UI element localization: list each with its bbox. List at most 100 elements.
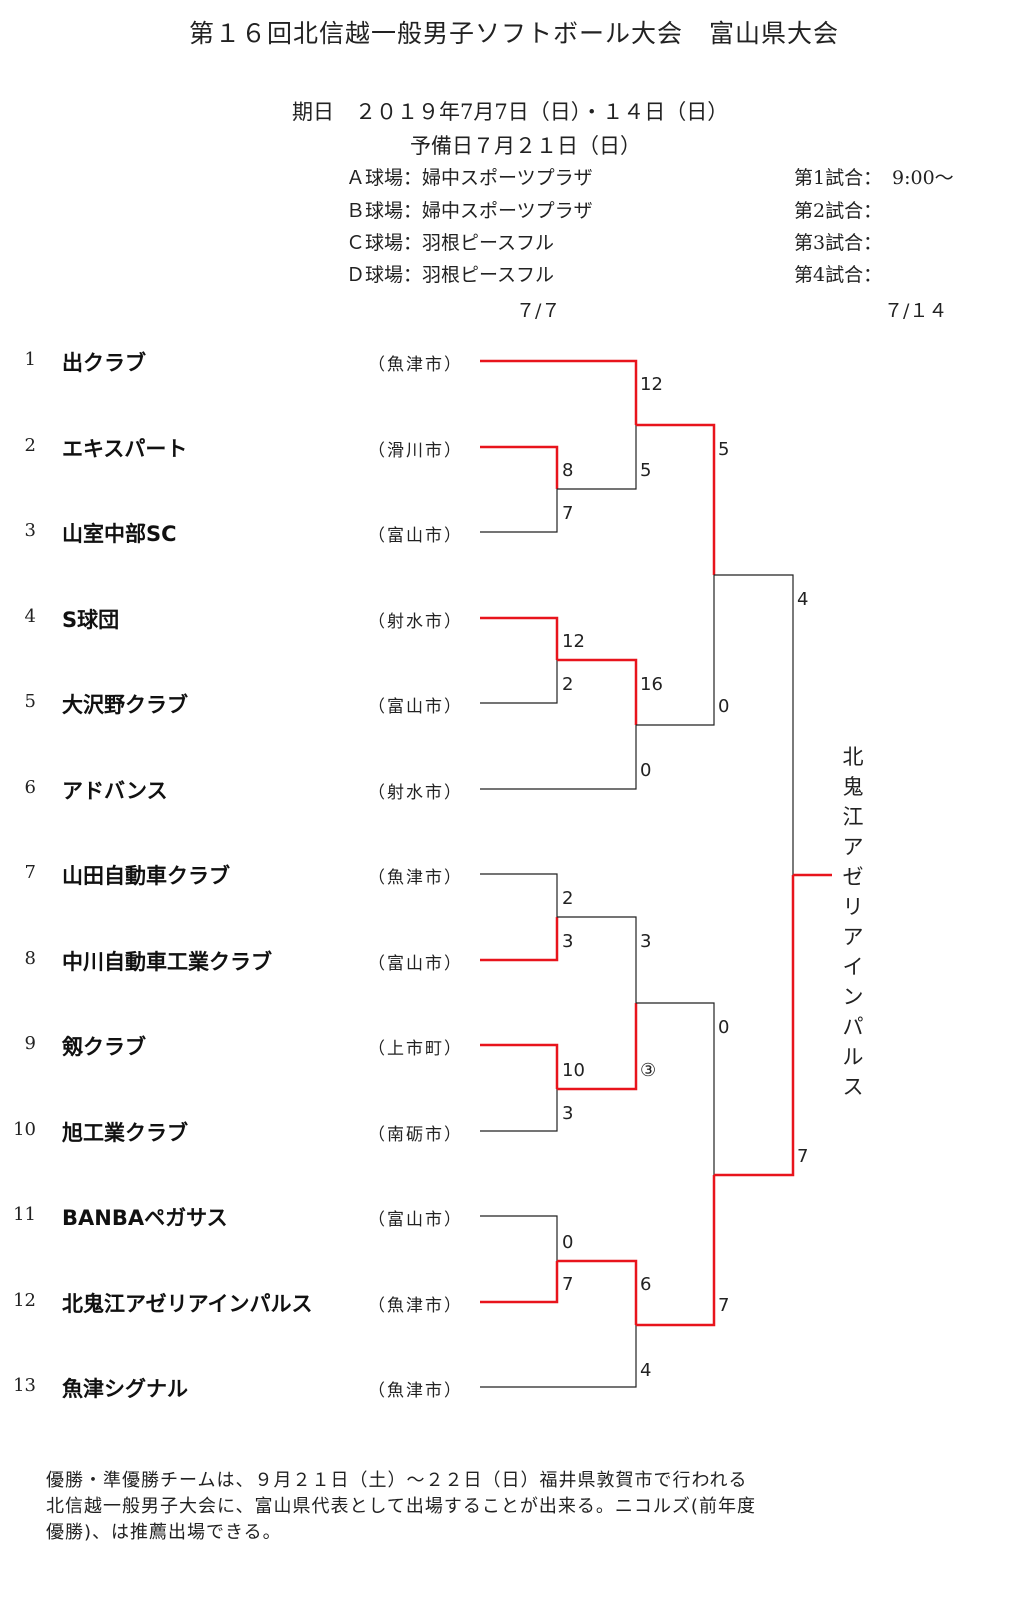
bracket-line-w78 — [557, 916, 637, 1003]
bracket-line-qf2 — [636, 575, 715, 726]
venue-a: Ａ球場：婦中スポーツプラザ — [346, 167, 593, 189]
team-name: エキスパート — [62, 436, 188, 461]
score-team-7: 2 — [562, 888, 573, 909]
team-number: 11 — [13, 1204, 36, 1225]
bracket-line-t6 — [480, 725, 637, 790]
team-name: 出クラブ — [62, 351, 146, 375]
bracket-line-t11 — [480, 1215, 558, 1261]
score-team-8: 3 — [562, 931, 573, 952]
match-label-3: 第3試合： — [794, 232, 883, 254]
score-winner-11v12: 6 — [640, 1274, 651, 1295]
score-team-10: 3 — [562, 1103, 573, 1124]
bracket-line-w910 — [557, 1003, 638, 1091]
bracket-line-t4 — [480, 616, 559, 660]
team-name: 大沢野クラブ — [62, 693, 188, 717]
bracket-line-w23 — [557, 425, 637, 490]
match-label-1: 第1試合： — [794, 167, 883, 189]
round-date-2: ７/１４ — [884, 300, 948, 322]
team-name: 魚津シグナル — [62, 1377, 188, 1401]
bracket-line-t9 — [480, 1043, 559, 1089]
page-title: 第１６回北信越一般男子ソフトボール大会 富山県大会 — [188, 19, 839, 48]
score-team-11: 0 — [562, 1232, 573, 1253]
team-city: （魚津市） — [368, 1381, 463, 1401]
team-city: （南砺市） — [368, 1124, 463, 1145]
match-label-4: 第4試合： — [794, 264, 883, 286]
bracket-line-final-top — [714, 574, 794, 875]
team-name: アドバンス — [62, 778, 168, 803]
team-city: （富山市） — [368, 1210, 463, 1230]
round-date-1: ７/７ — [516, 300, 561, 322]
venue-b: Ｂ球場：婦中スポーツプラザ — [346, 200, 593, 222]
bracket-line-t3 — [480, 489, 558, 533]
team-city: （富山市） — [368, 953, 463, 974]
bracket-line-t1 — [480, 359, 638, 425]
team-city: （富山市） — [368, 697, 463, 717]
score-qf-3: 0 — [718, 1017, 729, 1038]
bracket-line-qf1 — [636, 423, 716, 575]
team-city: （魚津市） — [368, 1295, 463, 1316]
score-team-13: 4 — [640, 1360, 651, 1381]
team-city: （射水市） — [368, 611, 463, 632]
score-team-12: 7 — [562, 1274, 573, 1295]
note-line-1: 優勝・準優勝チームは、９月２１日（土）～２２日（日）福井県敦賀市で行われる — [46, 1470, 748, 1491]
team-name: 北鬼江アゼリアインパルス — [62, 1291, 313, 1316]
team-name: 剱クラブ — [62, 1035, 146, 1059]
note-line-3: 優勝)、は推薦出場できる。 — [46, 1522, 282, 1543]
champion-name: 北鬼江アゼリアインパルス — [842, 745, 864, 1099]
score-final-bottom: 7 — [797, 1146, 808, 1167]
bracket-line-t8 — [480, 917, 559, 962]
team-city: （上市町） — [368, 1039, 463, 1059]
team-number: 13 — [13, 1375, 36, 1396]
score-team-4: 12 — [562, 631, 585, 652]
team-number: 1 — [24, 349, 36, 370]
bracket-line-w45 — [557, 658, 638, 725]
team-name: S球団 — [62, 607, 120, 632]
score-final-top: 4 — [797, 589, 808, 610]
venue-c: Ｃ球場：羽根ピースフル — [346, 232, 555, 254]
schedule-reserve: 予備日７月２１日（日） — [410, 134, 641, 158]
match-time-1: 9:00～ — [892, 167, 954, 189]
team-city: （魚津市） — [368, 355, 463, 375]
team-city: （射水市） — [368, 782, 463, 803]
score-qf-4: 7 — [718, 1295, 729, 1316]
team-number: 10 — [13, 1118, 36, 1140]
score-team-2: 8 — [562, 460, 573, 481]
team-name: 中川自動車工業クラブ — [62, 949, 272, 974]
bracket-line-t10 — [480, 1089, 558, 1132]
score-team-5: 2 — [562, 674, 573, 695]
team-city: （魚津市） — [368, 868, 463, 888]
bracket-line-t13 — [480, 1325, 637, 1388]
team-number: 2 — [24, 434, 36, 456]
score-winner-2v3: 5 — [640, 460, 651, 481]
note: 優勝・準優勝チームは、９月２１日（土）～２２日（日）福井県敦賀市で行われる 北信… — [46, 1468, 756, 1546]
score-winner-9v10: ③ — [640, 1060, 656, 1081]
bracket-line-t7 — [480, 873, 558, 917]
team-number: 9 — [24, 1033, 36, 1054]
bracket-line-qf4 — [636, 1175, 716, 1327]
team-number: 6 — [24, 776, 36, 798]
score-team-3: 7 — [562, 503, 573, 524]
score-qf-2: 0 — [718, 696, 729, 717]
score-team-9: 10 — [562, 1060, 585, 1081]
score-winner-4v5: 16 — [640, 674, 663, 695]
team-number: 3 — [24, 520, 36, 541]
match-label-2: 第2試合： — [794, 200, 883, 222]
team-name: BANBAペガサス — [62, 1206, 228, 1230]
team-name: 山田自動車クラブ — [62, 864, 230, 888]
bracket-line-final-bottom — [714, 875, 795, 1177]
team-number: 7 — [24, 862, 36, 883]
bracket-line-w1112 — [557, 1259, 638, 1325]
bracket-line-t2 — [480, 445, 559, 489]
team-number: 5 — [24, 691, 36, 712]
team-city: （富山市） — [368, 526, 463, 546]
team-city: （滑川市） — [368, 440, 463, 461]
bracket-line-qf3 — [636, 1002, 715, 1175]
bracket-line-t12 — [480, 1261, 559, 1304]
team-name: 旭工業クラブ — [62, 1120, 188, 1145]
score-team-1: 12 — [640, 374, 663, 395]
team-number: 12 — [13, 1289, 36, 1311]
bracket-line-t5 — [480, 660, 558, 704]
schedule-dates: 期日 ２０１９年7月7日（日）・１４日（日） — [292, 100, 729, 124]
venue-d: Ｄ球場：羽根ピースフル — [346, 264, 555, 286]
